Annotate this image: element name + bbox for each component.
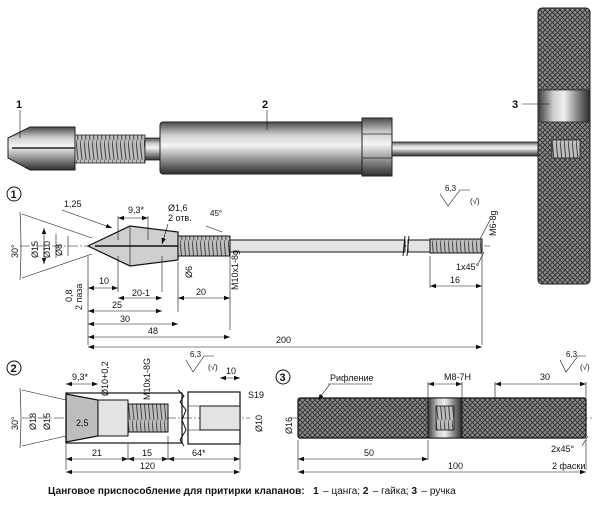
dim-l20-1: 20-1 bbox=[132, 288, 150, 298]
caption-num-3: 3 bbox=[411, 486, 417, 497]
dim-thread-m6: M6-8g bbox=[488, 210, 498, 236]
dim-hole: Ø1,6 bbox=[168, 203, 188, 213]
dim-d10: Ø10 bbox=[42, 241, 52, 258]
p3-dim-d16: Ø16 bbox=[284, 417, 294, 434]
dim-l20: 20 bbox=[196, 287, 206, 297]
part1-bottom-dims: 10 20-1 25 20 30 48 200 1x45° 16 bbox=[87, 251, 485, 350]
caption-text-2: – гайка; bbox=[373, 486, 412, 497]
caption-num-1: 1 bbox=[313, 486, 319, 497]
part1-thread-end bbox=[429, 238, 483, 254]
svg-text:(√): (√) bbox=[208, 363, 218, 372]
dim-l48: 48 bbox=[148, 326, 158, 336]
caption-text-1: – цанга; bbox=[323, 486, 363, 497]
part3-thread bbox=[435, 405, 455, 431]
p2-dim-d15: Ø15 bbox=[42, 413, 52, 430]
dim-angle45: 45° bbox=[210, 209, 222, 218]
p2-dim-l15: 15 bbox=[142, 448, 152, 458]
part3-number-circle bbox=[275, 369, 291, 385]
p2-dim-l64: 64* bbox=[192, 448, 206, 458]
p2-dim-d10-tol: Ø10+0,2 bbox=[100, 361, 110, 396]
part2-thread bbox=[127, 403, 169, 433]
p2-dim-thread: M10x1-8G bbox=[142, 358, 152, 400]
p2-dim-d10: Ø10 bbox=[254, 415, 264, 432]
dim-chamfer-end: 1x45° bbox=[456, 262, 480, 272]
dim-l25: 25 bbox=[112, 300, 122, 310]
dim-chamfer-r: 1,25 bbox=[64, 199, 82, 209]
dim-d8: Ø8 bbox=[54, 244, 64, 256]
p3-knurl-label: Рифление bbox=[330, 373, 374, 383]
dim-angle30: 30° bbox=[10, 244, 20, 258]
rod bbox=[391, 141, 553, 157]
caption-num-2: 2 bbox=[363, 486, 369, 497]
part2-number: 2 bbox=[11, 363, 17, 375]
callout-2: 2 bbox=[262, 99, 268, 111]
part2-body-left bbox=[65, 392, 183, 444]
part3-roughness: 6,3 bbox=[566, 350, 578, 359]
dim-l30: 30 bbox=[120, 314, 130, 324]
callout-3: 3 bbox=[512, 99, 518, 111]
dim-l200: 200 bbox=[276, 335, 291, 345]
p2-dim-r2-5: 2,5 bbox=[76, 418, 89, 428]
part1-shaft bbox=[229, 239, 406, 253]
dim-l10: 10 bbox=[99, 276, 109, 286]
dim-l16: 16 bbox=[450, 275, 460, 285]
p3-dim-chamfers: 2 фаски bbox=[552, 461, 585, 471]
figure-caption: Цанговое приспособление для притирки кла… bbox=[48, 481, 456, 498]
p3-dim-thread: M8-7H bbox=[444, 372, 471, 382]
dim-holes-count: 2 отв. bbox=[168, 213, 192, 223]
assembly-view: 1 2 3 bbox=[7, 7, 591, 285]
callout-1: 1 bbox=[16, 99, 22, 111]
dim-groove-width: 0,8 bbox=[64, 289, 74, 302]
part1-thread-main bbox=[177, 235, 231, 257]
p2-dim-d18: Ø18 bbox=[28, 413, 38, 430]
dim-thread-m10: M10x1-8g bbox=[230, 250, 240, 290]
p2-dim-l10: 10 bbox=[226, 366, 236, 376]
part3-view: 3 Рифление M8-7H 30 6,3 (√) Ø16 50 2x45°… bbox=[275, 350, 592, 475]
caption-title: Цанговое приспособление для притирки кла… bbox=[48, 485, 305, 497]
dim-d6: Ø6 bbox=[184, 266, 194, 278]
dim-d15: Ø15 bbox=[30, 241, 40, 258]
part1-number: 1 bbox=[11, 189, 17, 201]
part1-roughness: 6,3 bbox=[445, 184, 457, 193]
part2-number-circle bbox=[6, 360, 22, 376]
part1-number-circle bbox=[6, 186, 22, 202]
p3-dim-l50: 50 bbox=[364, 448, 374, 458]
nut-body bbox=[159, 121, 366, 175]
nut-hex bbox=[361, 117, 393, 177]
part2-roughness: 6,3 bbox=[190, 350, 202, 359]
svg-text:(√): (√) bbox=[580, 363, 590, 372]
p2-dim-l120: 120 bbox=[140, 461, 155, 471]
p2-dim-s19: S19 bbox=[248, 390, 264, 400]
part3-number: 3 bbox=[280, 372, 286, 384]
part2-view: 2 9,3* Ø10+0,2 M10x1-8G 6,3 (√) 10 S19 3… bbox=[6, 350, 264, 475]
p3-dim-chamfer: 2x45° bbox=[551, 444, 575, 454]
svg-text:(√): (√) bbox=[470, 197, 480, 206]
part1-view: 1 1,25 9,3* Ø1,6 2 отв. 45° 6,3 (√) M6-8… bbox=[6, 184, 498, 350]
p3-dim-l30: 30 bbox=[540, 372, 550, 382]
p2-dim-angle30: 30° bbox=[10, 416, 20, 430]
p2-dim-9-3: 9,3* bbox=[72, 372, 89, 382]
p2-dim-l21: 21 bbox=[92, 448, 102, 458]
dim-groove-count: 2 паза bbox=[74, 284, 84, 310]
dim-9-3: 9,3* bbox=[128, 205, 145, 215]
caption-text-3: – ручка bbox=[421, 486, 456, 497]
collet-thread bbox=[74, 134, 146, 164]
p3-dim-l100: 100 bbox=[448, 461, 463, 471]
roughness-icon bbox=[439, 189, 470, 207]
